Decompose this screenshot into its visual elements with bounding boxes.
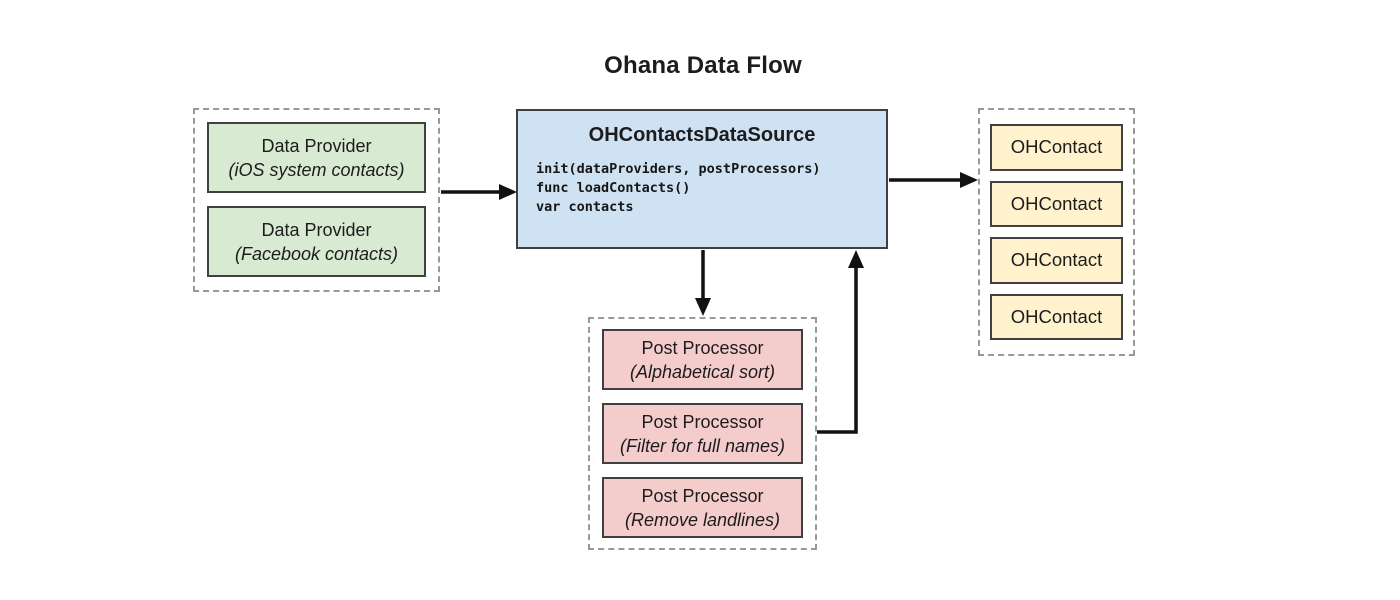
post-processors-group: Post Processor (Alphabetical sort) Post …: [588, 317, 817, 550]
post-processor-landlines-node: Post Processor (Remove landlines): [602, 477, 803, 538]
ohcontact-node: OHContact: [990, 237, 1123, 284]
datasource-title: OHContactsDataSource: [588, 124, 816, 146]
contacts-group: OHContact OHContact OHContact OHContact: [978, 108, 1135, 356]
node-label-line2: (Filter for full names): [619, 435, 786, 456]
arrow-postprocessors-to-datasource: [817, 250, 864, 434]
node-label: OHContact: [1010, 136, 1103, 158]
ohcontact-node: OHContact: [990, 124, 1123, 171]
code-line-loadcontacts: func loadContacts(): [536, 180, 691, 196]
arrow-providers-to-datasource: [441, 184, 517, 200]
node-label: OHContact: [1010, 192, 1103, 214]
ohcontact-node: OHContact: [990, 293, 1123, 340]
diagram-title: Ohana Data Flow: [604, 52, 802, 79]
code-line-contacts: var contacts: [536, 199, 634, 215]
post-processor-sort-node: Post Processor (Alphabetical sort): [602, 329, 803, 390]
data-providers-group: Data Provider (iOS system contacts) Data…: [193, 108, 440, 292]
node-label: OHContact: [1010, 249, 1103, 271]
node-label: OHContact: [1010, 305, 1103, 327]
node-label-line2: (Facebook contacts): [234, 243, 399, 264]
ohcontact-node: OHContact: [990, 180, 1123, 227]
arrow-datasource-to-contacts: [889, 172, 978, 188]
arrow-datasource-to-postprocessors: [695, 250, 711, 316]
node-label-line1: Data Provider: [261, 219, 372, 240]
data-provider-facebook-node: Data Provider (Facebook contacts): [207, 206, 426, 277]
code-line-init: init(dataProviders, postProcessors): [536, 161, 821, 177]
datasource-node: OHContactsDataSource init(dataProviders,…: [516, 109, 888, 249]
datasource-code: init(dataProviders, postProcessors) func…: [536, 160, 886, 217]
node-label-line2: (Alphabetical sort): [629, 361, 776, 382]
node-label-line2: (Remove landlines): [624, 509, 781, 530]
node-label-line1: Post Processor: [641, 337, 764, 358]
node-label-line1: Post Processor: [641, 411, 764, 432]
node-label-line1: Post Processor: [641, 485, 764, 506]
node-label-line2: (iOS system contacts): [228, 159, 405, 180]
data-provider-ios-node: Data Provider (iOS system contacts): [207, 122, 426, 193]
node-label-line1: Data Provider: [261, 135, 372, 156]
post-processor-filter-node: Post Processor (Filter for full names): [602, 403, 803, 464]
